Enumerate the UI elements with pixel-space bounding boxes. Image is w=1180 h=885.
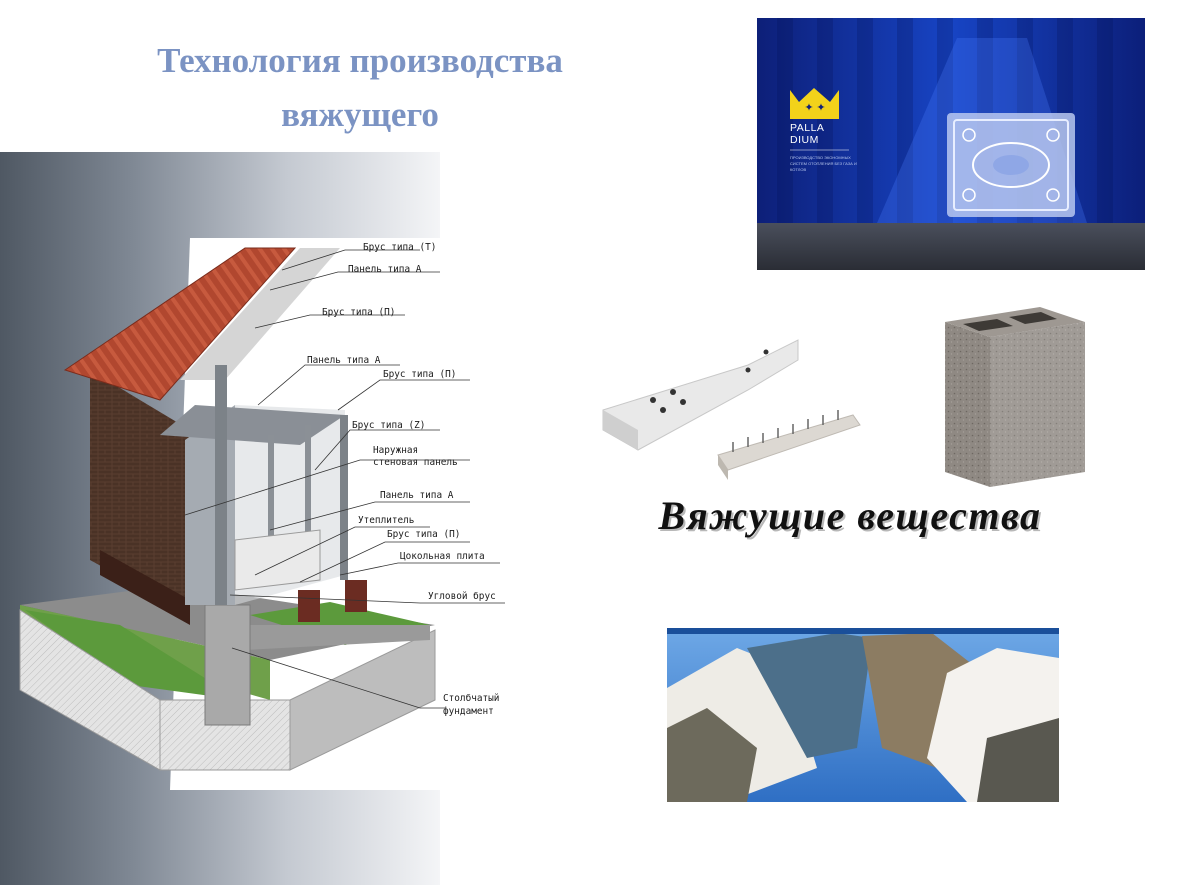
slide-title: Технология производства вяжущего	[60, 34, 660, 142]
powder-blue-grey	[747, 633, 872, 758]
title-line-1: Технология производства	[157, 41, 563, 80]
floor-panel	[160, 405, 345, 445]
grass-left	[25, 610, 240, 700]
block-hole-2	[1009, 312, 1057, 324]
post-mid-1	[268, 435, 274, 580]
tagline-3: КОТЛОВ	[790, 167, 806, 172]
plinth-block-1	[298, 590, 320, 622]
label-corner: Угловой брус	[428, 591, 496, 602]
floor-slab-right	[245, 625, 430, 650]
beam-small	[717, 414, 861, 471]
concrete-block-image	[935, 302, 1095, 492]
crown-logo: ✦ ✦	[790, 88, 839, 119]
roof-panel	[180, 248, 340, 380]
label-wall-panel-2: стеновая панель	[373, 457, 458, 468]
label-brus-z: Брус типа (Z)	[352, 420, 425, 431]
block-front	[945, 322, 990, 487]
label-panel-a-low: Панель типа А	[380, 490, 454, 501]
label-foundation-1: Столбчатый	[443, 693, 499, 704]
plinth-block-2	[345, 580, 367, 612]
label-brus-p-top: Брус типа (П)	[322, 307, 395, 318]
label-panel-a-mid: Панель типа А	[307, 355, 381, 366]
brand-line-1: PALLA	[790, 122, 824, 134]
block-hole-1	[963, 319, 1013, 331]
binder-powders-image	[667, 628, 1059, 802]
label-brus-t: Брус типа (Т)	[363, 242, 436, 253]
concrete-beams-image	[598, 330, 868, 490]
svg-text:✦ ✦: ✦ ✦	[804, 102, 825, 114]
insulation-panel	[234, 529, 321, 591]
top-edge	[667, 628, 1059, 634]
title-line-2: вяжущего	[281, 95, 439, 134]
beam-small-side	[718, 455, 728, 480]
tagline-1: ПРОИЗВОДСТВО ЭКОНОМНЫХ	[790, 155, 851, 160]
binders-caption: Вяжущие вещества	[658, 493, 1042, 538]
post-front	[215, 365, 227, 605]
roof-tiles	[63, 247, 297, 401]
beam-large-side	[603, 410, 638, 450]
beam-small-rebar	[732, 410, 839, 452]
earth-section-right	[289, 629, 436, 771]
palladium-image: ✦ ✦ PALLA DIUM ПРОИЗВОДСТВО ЭКОНОМНЫХ СИ…	[757, 18, 1145, 270]
house-cutaway-diagram: Брус типа (Т) Панель типа А Брус типа (П…	[0, 230, 520, 790]
stage-floor	[757, 223, 1145, 270]
label-wall-panel-1: Наружная	[373, 445, 418, 456]
post-right	[340, 415, 348, 580]
post-mid-2	[305, 425, 311, 575]
powder-grey-left	[667, 708, 757, 802]
label-brus-p-mid: Брус типа (П)	[383, 369, 456, 380]
label-plinth: Цокольная плита	[400, 551, 485, 562]
label-foundation-2: фундамент	[443, 706, 494, 717]
block-side	[990, 322, 1085, 487]
tagline-2: СИСТЕМ ОТОПЛЕНИЯ БЕЗ ГАЗА И	[790, 161, 857, 166]
powder-dark-right	[977, 718, 1059, 802]
decorative-heater-panel	[947, 113, 1075, 217]
label-brus-p-low: Брус типа (П)	[387, 529, 460, 540]
brand-line-2: DIUM	[790, 134, 819, 146]
beam-large-bolts	[650, 349, 769, 413]
label-leader-lines	[184, 249, 505, 709]
label-insulation: Утеплитель	[358, 515, 414, 526]
label-panel-a-top: Панель типа А	[348, 264, 422, 275]
brick-plinth	[100, 550, 190, 625]
column-foundation	[204, 604, 251, 726]
beam-large	[602, 339, 799, 451]
